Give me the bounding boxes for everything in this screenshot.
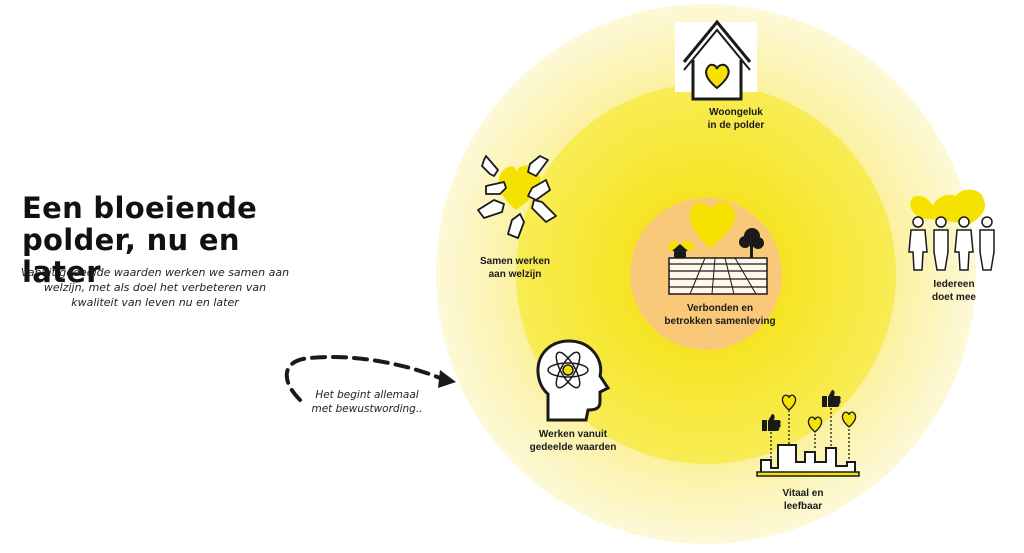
hands-heart-icon — [477, 155, 557, 239]
iedereen-label-line2: doet mee — [932, 292, 976, 303]
waarden-label-line1: Werken vanuit — [539, 429, 608, 440]
title-line-2: polder, nu en later — [22, 223, 240, 289]
landscape-icon — [668, 202, 768, 295]
iedereen-label-line1: Iedereen — [933, 279, 974, 290]
samen-label-line2: aan welzijn — [489, 269, 542, 280]
house-heart-icon — [675, 19, 757, 101]
vitaal-label-line2: leefbaar — [784, 501, 822, 512]
page-title: Een bloeiende polder, nu en later — [22, 192, 322, 288]
note-line-1: Het begint allemaal — [315, 389, 419, 401]
woongeluk-label-line2: in de polder — [708, 120, 765, 131]
note-line-2: met bewustwording.. — [311, 403, 423, 415]
center-label-line1: Verbonden en — [687, 303, 753, 314]
page-subtitle: Vanuit gedeelde waarden werken we samen … — [20, 266, 290, 309]
woongeluk-label-line1: Woongeluk — [709, 107, 763, 118]
city-likes-icon — [756, 390, 860, 477]
waarden-label-line2: gedeelde waarden — [530, 442, 617, 453]
samen-label-line1: Samen werken — [480, 256, 550, 267]
dashed-arrow — [284, 354, 456, 402]
vitaal-label-line1: Vitaal en — [783, 488, 824, 499]
head-atom-icon — [536, 339, 611, 422]
awareness-note: Het begint allemaal met bewustwording.. — [292, 388, 442, 416]
center-label-line2: betrokken samenleving — [664, 316, 775, 327]
people-hearts-icon — [908, 189, 995, 271]
title-line-1: Een bloeiende — [22, 191, 258, 225]
